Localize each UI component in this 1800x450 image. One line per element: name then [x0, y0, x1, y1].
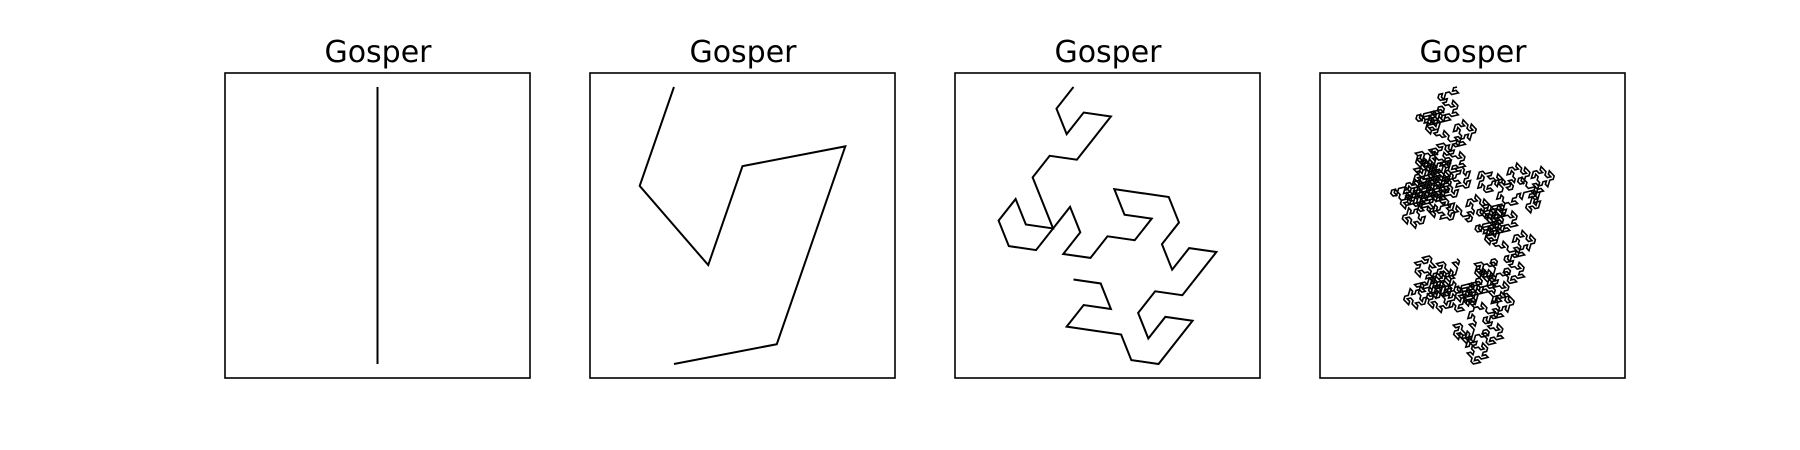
gosper-curve [638, 86, 847, 365]
panel-3: Gosper [954, 35, 1261, 379]
panel-title: Gosper [1054, 35, 1162, 70]
panel-title: Gosper [1419, 35, 1527, 70]
panel-title: Gosper [689, 35, 797, 70]
gosper-curve [1389, 86, 1556, 365]
panel-4: Gosper [1319, 35, 1626, 379]
panel-1: Gosper [224, 35, 531, 379]
panel-2: Gosper [589, 35, 896, 379]
panel-title: Gosper [324, 35, 432, 70]
gosper-curve [997, 86, 1219, 366]
panel-frame [589, 72, 896, 379]
panel-frame [954, 72, 1261, 379]
